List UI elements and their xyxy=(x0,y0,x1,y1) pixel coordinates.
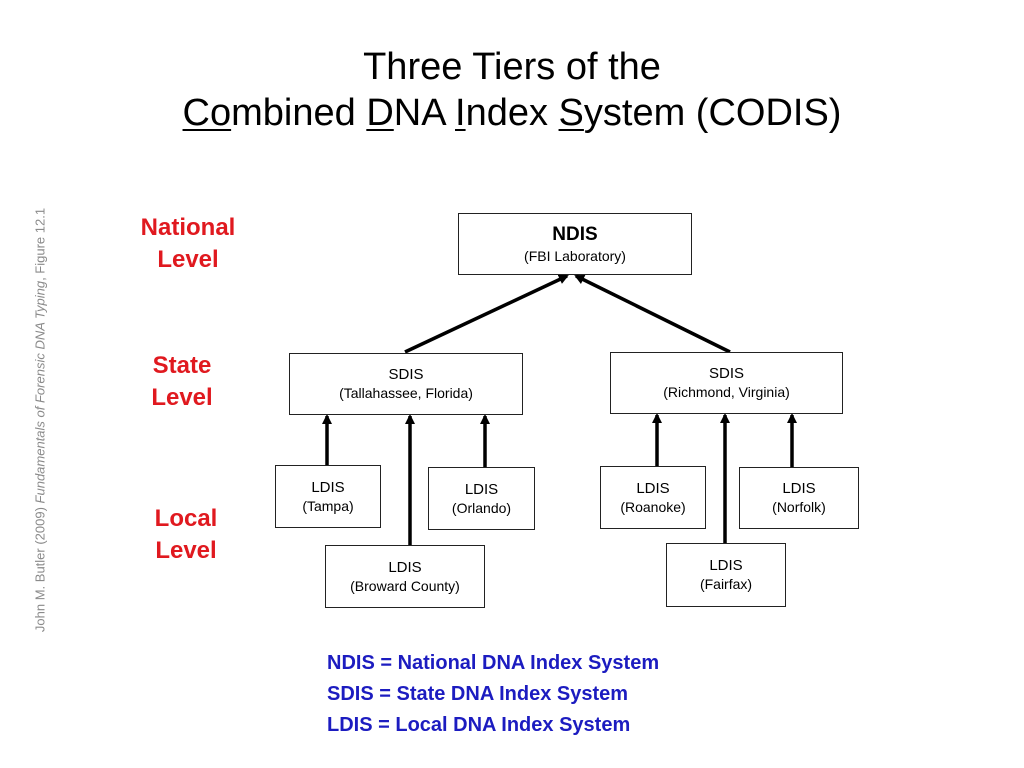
node-sdis-virginia-location: (Richmond, Virginia) xyxy=(663,384,790,400)
page-title: Three Tiers of the Combined DNA Index Sy… xyxy=(0,44,1024,136)
title-combined-rest: mbined xyxy=(231,92,367,134)
level-state-line-2: Level xyxy=(151,384,213,411)
node-ndis: NDIS (FBI Laboratory) xyxy=(458,213,692,275)
title-index-rest: ndex xyxy=(465,92,559,134)
node-ldis-fairfax: LDIS (Fairfax) xyxy=(666,543,786,607)
node-ldis-orlando-location: (Orlando) xyxy=(451,499,512,516)
node-ldis-roanoke-location: (Roanoke) xyxy=(620,498,686,515)
title-co-underlined: Co xyxy=(182,92,232,134)
acronym-legend: NDIS = National DNA Index System SDIS = … xyxy=(327,648,659,741)
node-ldis-roanoke: LDIS (Roanoke) xyxy=(600,466,706,529)
title-line-2: Combined DNA Index System (CODIS) xyxy=(0,90,1024,136)
level-state-label: State Level xyxy=(112,350,252,414)
arrow-sdis-fl-to-ndis xyxy=(404,274,569,354)
level-national-line-1: National xyxy=(140,214,236,241)
title-line-1: Three Tiers of the xyxy=(363,46,661,88)
node-sdis-florida: SDIS (Tallahassee, Florida) xyxy=(289,353,523,415)
node-ldis-orlando-name: LDIS xyxy=(464,480,499,498)
node-ldis-broward-county: LDIS (Broward County) xyxy=(325,545,485,608)
title-s-underlined: S xyxy=(558,92,584,134)
legend-sdis: SDIS = State DNA Index System xyxy=(327,683,629,705)
node-ndis-location: (FBI Laboratory) xyxy=(524,247,626,264)
node-ldis-tampa-name: LDIS xyxy=(311,478,345,496)
node-ldis-norfolk: LDIS (Norfolk) xyxy=(739,467,859,529)
title-system-rest: ystem (CODIS) xyxy=(583,92,842,134)
level-state-line-1: State xyxy=(152,352,212,379)
node-ldis-broward-location: (Broward County) xyxy=(350,577,460,594)
node-ndis-name: NDIS xyxy=(552,223,598,245)
legend-ndis: NDIS = National DNA Index System xyxy=(327,652,660,674)
level-national-label: National Level xyxy=(118,212,258,276)
node-ldis-tampa: LDIS (Tampa) xyxy=(275,465,381,528)
node-ldis-fairfax-name: LDIS xyxy=(709,557,743,574)
legend-ldis: LDIS = Local DNA Index System xyxy=(327,714,631,736)
node-sdis-virginia: SDIS (Richmond, Virginia) xyxy=(610,352,843,414)
node-sdis-florida-name: SDIS xyxy=(388,366,424,383)
node-sdis-florida-location: (Tallahassee, Florida) xyxy=(339,385,473,401)
node-ldis-norfolk-location: (Norfolk) xyxy=(772,499,826,515)
node-ldis-tampa-location: (Tampa) xyxy=(302,497,354,514)
node-ldis-norfolk-name: LDIS xyxy=(782,480,816,497)
node-ldis-roanoke-name: LDIS xyxy=(636,479,670,497)
node-ldis-fairfax-location: (Fairfax) xyxy=(699,576,753,592)
level-local-line-2: Level xyxy=(155,537,217,564)
title-i-underlined: I xyxy=(455,92,466,134)
level-national-line-2: Level xyxy=(157,246,219,273)
node-ldis-orlando: LDIS (Orlando) xyxy=(428,467,535,530)
node-ldis-broward-name: LDIS xyxy=(388,558,422,576)
title-d-underlined: D xyxy=(366,92,394,134)
arrow-sdis-va-to-ndis xyxy=(574,274,731,354)
level-local-line-1: Local xyxy=(154,505,218,532)
node-sdis-virginia-name: SDIS xyxy=(708,365,744,382)
title-dna-rest: NA xyxy=(393,92,456,134)
level-local-label: Local Level xyxy=(116,503,256,567)
